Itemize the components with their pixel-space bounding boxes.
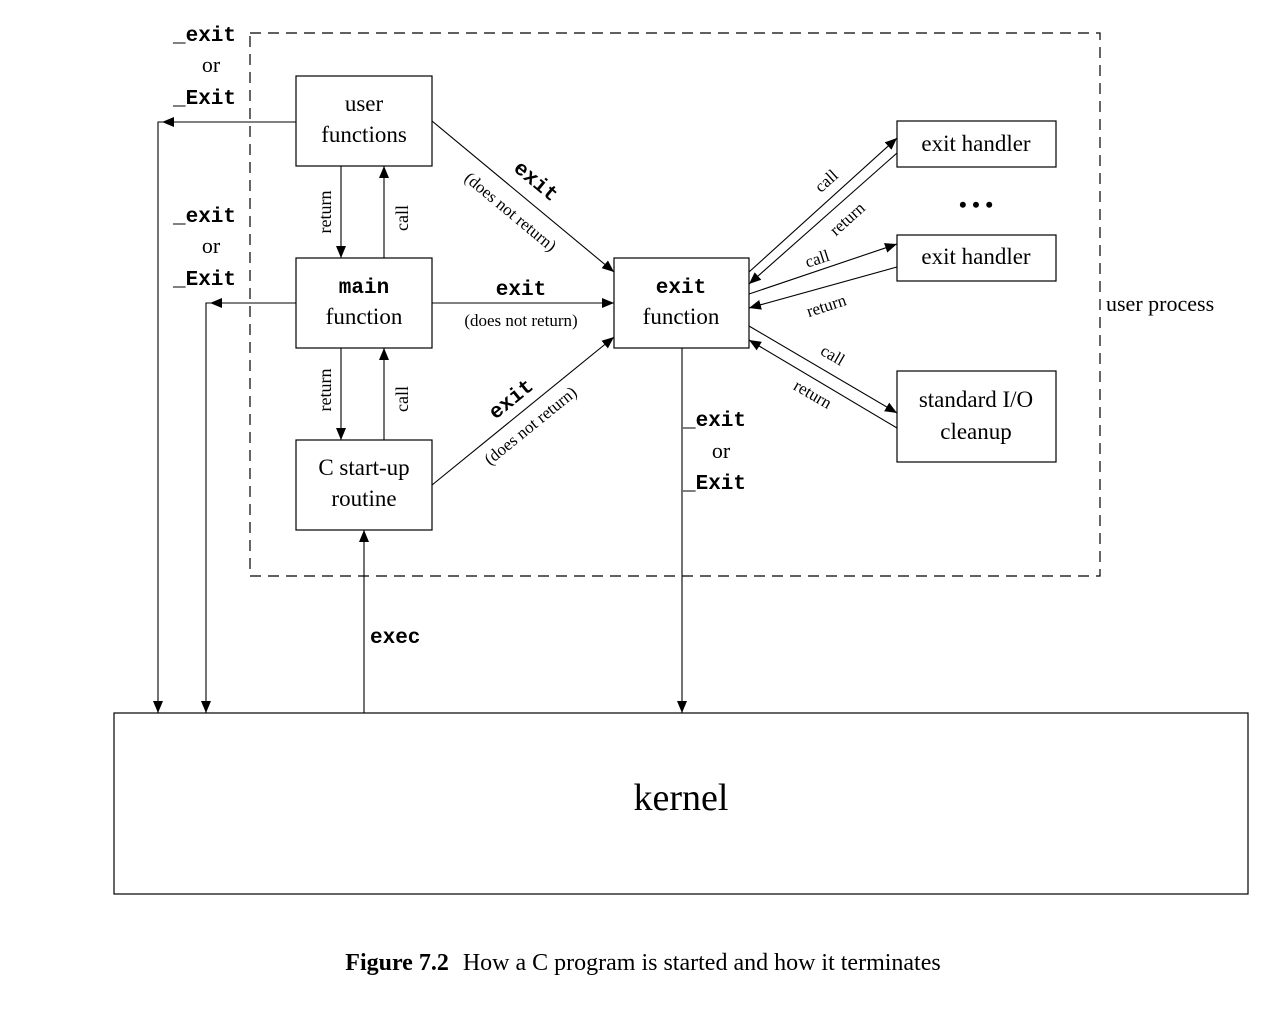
- startup-routine-box: [295, 439, 433, 531]
- exit-function-box: [613, 257, 750, 349]
- call-label-2: call: [392, 386, 412, 412]
- stdio-cleanup-line-2: cleanup: [940, 419, 1012, 444]
- main-exit-label-2: or: [202, 233, 221, 258]
- exit-arrow-user-functions: [431, 120, 615, 273]
- call-label-stdio: call: [817, 341, 848, 370]
- call-arrow-stdio: [748, 325, 898, 414]
- user-functions-exit-label-1: _exit: [172, 25, 236, 48]
- exit-function-line-2: function: [643, 304, 720, 329]
- kernel-label: kernel: [634, 777, 729, 819]
- main-function-box: [295, 257, 433, 349]
- figure-caption: Figure 7.2 How a C program is started and…: [0, 950, 1286, 977]
- main-to-kernel-path: [201, 302, 296, 713]
- exit-label-user-functions: exit: [508, 158, 561, 208]
- exit-label-main: exit: [496, 279, 546, 302]
- return-label-1: return: [315, 191, 335, 234]
- exit-arrow-startup: [431, 336, 615, 486]
- exit-handler-label-2: exit handler: [921, 244, 1031, 269]
- exec-label: exec: [370, 627, 420, 650]
- call-arrow-handler-2: [748, 243, 898, 295]
- exit-function-kernel-label-2: or: [712, 438, 731, 463]
- return-label-handler-1: return: [826, 198, 869, 240]
- return-arrow-handler-2: [748, 266, 898, 310]
- call-arrow-handler-1: [748, 137, 898, 273]
- main-exit-label-1: _exit: [172, 206, 236, 229]
- user-functions-exit-label-3: _Exit: [172, 88, 236, 111]
- stdio-cleanup-box: [896, 370, 1057, 463]
- return-arrow-stdio: [748, 339, 898, 429]
- user-functions-exit-label-2: or: [202, 52, 221, 77]
- user-process-boundary: [249, 32, 1101, 577]
- main-exit-label-3: _Exit: [172, 269, 236, 292]
- startup-routine-line-1: C start-up: [318, 455, 409, 480]
- figure-number: Figure 7.2: [345, 950, 449, 976]
- stdio-cleanup-line-1: standard I/O: [919, 387, 1033, 412]
- kernel-box: [113, 712, 1249, 895]
- exit-handler-box-2: [896, 234, 1057, 282]
- main-function-line-1: main: [339, 277, 389, 300]
- startup-routine-line-2: routine: [331, 486, 396, 511]
- user-functions-line-2: functions: [321, 122, 407, 147]
- exit-function-line-1: exit: [656, 277, 706, 300]
- does-not-return-main: (does not return): [464, 311, 577, 330]
- user-process-label: user process: [1106, 291, 1214, 316]
- user-functions-box: [295, 75, 433, 167]
- call-label-1: call: [392, 205, 412, 231]
- return-label-handler-2: return: [804, 290, 849, 321]
- main-function-line-2: function: [326, 304, 403, 329]
- ellipsis: • • •: [959, 192, 993, 217]
- exit-handler-box-1: [896, 120, 1057, 168]
- user-functions-line-1: user: [345, 91, 384, 116]
- return-arrow-handler-1: [748, 152, 898, 285]
- exit-handler-label-1: exit handler: [921, 131, 1031, 156]
- return-label-2: return: [315, 369, 335, 412]
- figure-caption-text: How a C program is started and how it te…: [462, 950, 941, 976]
- exit-function-kernel-label-1: _exit: [682, 410, 746, 433]
- return-label-stdio: return: [790, 376, 835, 413]
- exit-function-kernel-label-3: _Exit: [682, 473, 746, 496]
